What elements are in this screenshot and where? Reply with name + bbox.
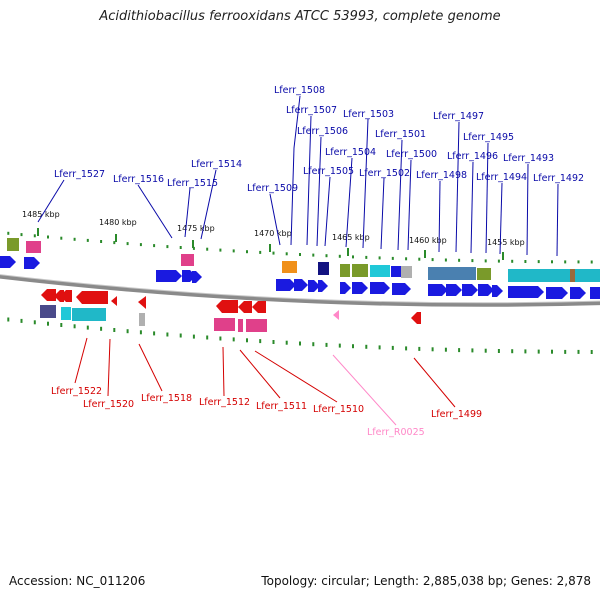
scale-major-ticks xyxy=(37,228,504,260)
gene-label-lferr-1494: Lferr_1494 xyxy=(476,172,527,183)
feature-olive xyxy=(340,264,350,277)
feature-gray xyxy=(139,313,145,326)
forward-features xyxy=(7,238,600,282)
gene-label-lferr-1506: Lferr_1506 xyxy=(297,126,348,137)
gene-label-lferr-1503: Lferr_1503 xyxy=(343,109,394,120)
accession-info: Accession: NC_011206 xyxy=(9,574,145,588)
outer-ticks xyxy=(7,231,593,264)
inner-ticks xyxy=(7,317,593,354)
reverse-features xyxy=(40,305,339,332)
feature-olive xyxy=(477,268,491,280)
rna-leader xyxy=(332,354,397,426)
gene-label-lferr-1527: Lferr_1527 xyxy=(54,169,105,180)
feature-olive xyxy=(352,264,368,277)
gene-label-lferr-1516: Lferr_1516 xyxy=(113,174,164,185)
gene-label-lferr-1500: Lferr_1500 xyxy=(386,149,437,160)
gene-label-lferr-1505: Lferr_1505 xyxy=(303,166,354,177)
feature-pink xyxy=(26,241,41,253)
length-value: 2,885,038 bp xyxy=(422,574,503,588)
feature-teal xyxy=(72,308,106,321)
gene-label-lferr-1504: Lferr_1504 xyxy=(325,147,376,158)
genome-title: Acidithiobacillus ferrooxidans ATCC 5399… xyxy=(99,9,501,24)
length-label: Length: xyxy=(373,574,420,588)
feature-navy xyxy=(318,262,329,275)
genome-backbone-highlight xyxy=(0,274,600,304)
gene-label-lferr-1507: Lferr_1507 xyxy=(286,105,337,116)
genes-value: 2,878 xyxy=(556,574,591,588)
feature-steel xyxy=(428,267,476,280)
gene-label-lferr-1498: Lferr_1498 xyxy=(416,170,467,181)
gene-label-lferr-1520: Lferr_1520 xyxy=(83,399,134,410)
feature-pink xyxy=(238,319,243,332)
scale-label: 1480 kbp xyxy=(99,218,137,227)
feature-gray xyxy=(401,266,412,278)
gene-label-lferr-1518: Lferr_1518 xyxy=(141,393,192,404)
gene-label-lferr-1508: Lferr_1508 xyxy=(274,85,325,96)
gene-label-lferr-1493: Lferr_1493 xyxy=(503,153,554,164)
genome-backbone xyxy=(0,274,600,307)
scale-label: 1455 kbp xyxy=(487,238,525,247)
scale-labels: 1485 kbp 1480 kbp 1475 kbp 1470 kbp 1465… xyxy=(22,210,525,247)
gene-label-lferr-1492: Lferr_1492 xyxy=(533,173,584,184)
feature-brown xyxy=(570,269,575,282)
gene-label-lferr-1496: Lferr_1496 xyxy=(447,151,498,162)
gene-label-lferr-1495: Lferr_1495 xyxy=(463,132,514,143)
accession-label: Accession: xyxy=(9,574,73,588)
gene-label-lferr-1497: Lferr_1497 xyxy=(433,111,484,122)
feature-pink xyxy=(214,318,235,331)
topology-value: circular xyxy=(321,574,366,588)
gene-label-lferr-1514: Lferr_1514 xyxy=(191,159,242,170)
topology-label: Topology: xyxy=(261,574,318,588)
feature-teal xyxy=(575,269,600,282)
reverse-cds-arrows xyxy=(41,289,421,324)
genome-stats: Topology: circular; Length: 2,885,038 bp… xyxy=(261,574,591,588)
forward-gene-labels: Lferr_1527 Lferr_1516 Lferr_1515 Lferr_1… xyxy=(54,85,584,194)
scale-label: 1485 kbp xyxy=(22,210,60,219)
feature-pink xyxy=(181,254,194,266)
feature-blue xyxy=(391,266,401,277)
genes-label: Genes: xyxy=(510,574,553,588)
accession-value: NC_011206 xyxy=(76,574,146,588)
feature-slate xyxy=(40,305,56,318)
scale-label: 1475 kbp xyxy=(177,224,215,233)
reverse-gene-labels: Lferr_1522 Lferr_1520 Lferr_1518 Lferr_1… xyxy=(51,386,482,438)
feature-pink xyxy=(246,319,267,332)
forward-cds-arrows xyxy=(0,256,600,299)
gene-label-lferr-1499: Lferr_1499 xyxy=(431,409,482,420)
gene-label-lferr-1515: Lferr_1515 xyxy=(167,178,218,189)
reverse-leaders xyxy=(74,337,456,408)
gene-label-lferr-1502: Lferr_1502 xyxy=(359,168,410,179)
gene-label-lferr-1512: Lferr_1512 xyxy=(199,397,250,408)
scale-label: 1470 kbp xyxy=(254,229,292,238)
scale-label: 1465 kbp xyxy=(332,233,370,242)
feature-cyan xyxy=(370,265,390,277)
feature-teal xyxy=(508,269,570,282)
gene-label-lferr-1522: Lferr_1522 xyxy=(51,386,102,397)
gene-label-lferr-1510: Lferr_1510 xyxy=(313,404,364,415)
gene-label-lferr-r0025: Lferr_R0025 xyxy=(367,427,425,438)
gene-label-lferr-1501: Lferr_1501 xyxy=(375,129,426,140)
forward-leaders xyxy=(37,95,559,257)
gene-label-lferr-1509: Lferr_1509 xyxy=(247,183,298,194)
feature-orange xyxy=(282,261,297,273)
feature-rna-arrow xyxy=(333,310,339,320)
gene-label-lferr-1511: Lferr_1511 xyxy=(256,401,307,412)
scale-label: 1460 kbp xyxy=(409,236,447,245)
feature-cyan xyxy=(61,307,71,320)
feature-olive xyxy=(7,238,19,251)
